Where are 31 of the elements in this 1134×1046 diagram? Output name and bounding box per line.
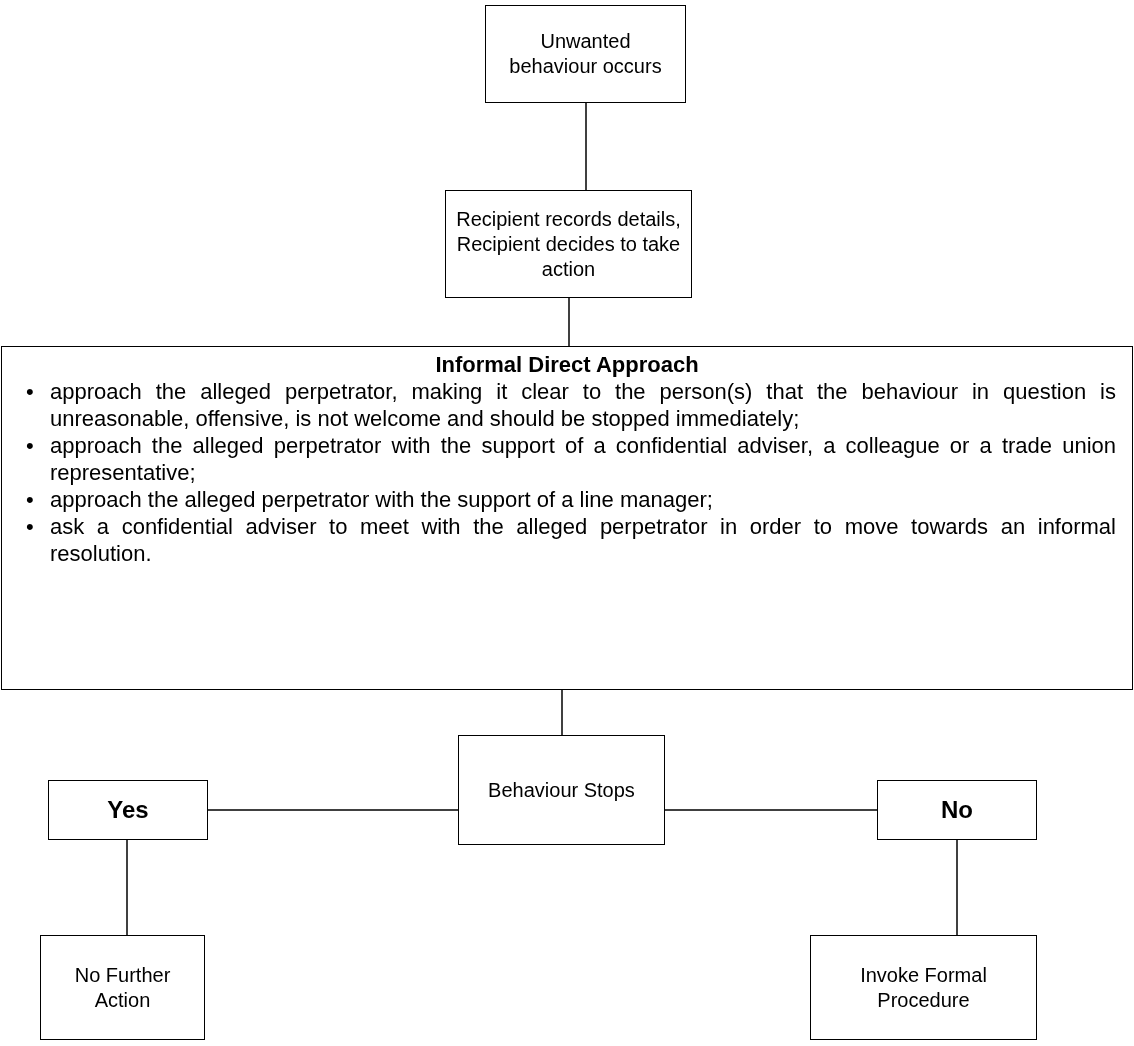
connector-line — [207, 809, 459, 811]
step-text: Invoke Formal Procedure — [859, 962, 988, 1013]
step-text: Unwanted behaviour occurs — [508, 29, 663, 79]
step-text: No Further Action — [73, 962, 172, 1013]
process-box — [48, 780, 208, 840]
bullet-mark: • — [25, 432, 35, 460]
process-box — [445, 190, 692, 298]
process-box — [458, 735, 665, 845]
answer-label: No — [941, 795, 973, 825]
bullet-mark: • — [25, 486, 35, 513]
process-box — [810, 935, 1037, 1040]
process-box — [877, 780, 1037, 840]
connector-line — [956, 839, 958, 936]
connector-line — [561, 689, 563, 736]
connector-line — [568, 297, 570, 347]
bullet-mark: • — [25, 378, 35, 406]
bullet-mark: • — [25, 513, 35, 541]
bullet-item: approach the alleged perpetrator with the support of a line manager; — [50, 486, 713, 513]
process-box — [1, 346, 1133, 690]
connector-line — [664, 809, 878, 811]
connector-line — [585, 102, 587, 191]
answer-label: Yes — [107, 795, 149, 825]
step-text: Behaviour Stops — [487, 777, 636, 803]
bullet-item: ask a confidential adviser to meet with the alleged perpetrator in order to move towards an informal resolution. — [50, 513, 1116, 567]
bullet-item: approach the alleged perpetrator, making it clear to the person(s) that the behaviour in question is unreasonable, offensive, is not welcome and should be stopped immediately; — [50, 378, 1116, 432]
bullet-item: approach the alleged perpetrator with the support of a confidential adviser, a colleague or a trade union representative; — [50, 432, 1116, 486]
connector-line — [126, 839, 128, 936]
process-box — [40, 935, 205, 1040]
step-text: Recipient records details, Recipient decides to take action — [455, 206, 682, 282]
section-heading: Informal Direct Approach — [434, 351, 700, 378]
process-box — [485, 5, 686, 103]
